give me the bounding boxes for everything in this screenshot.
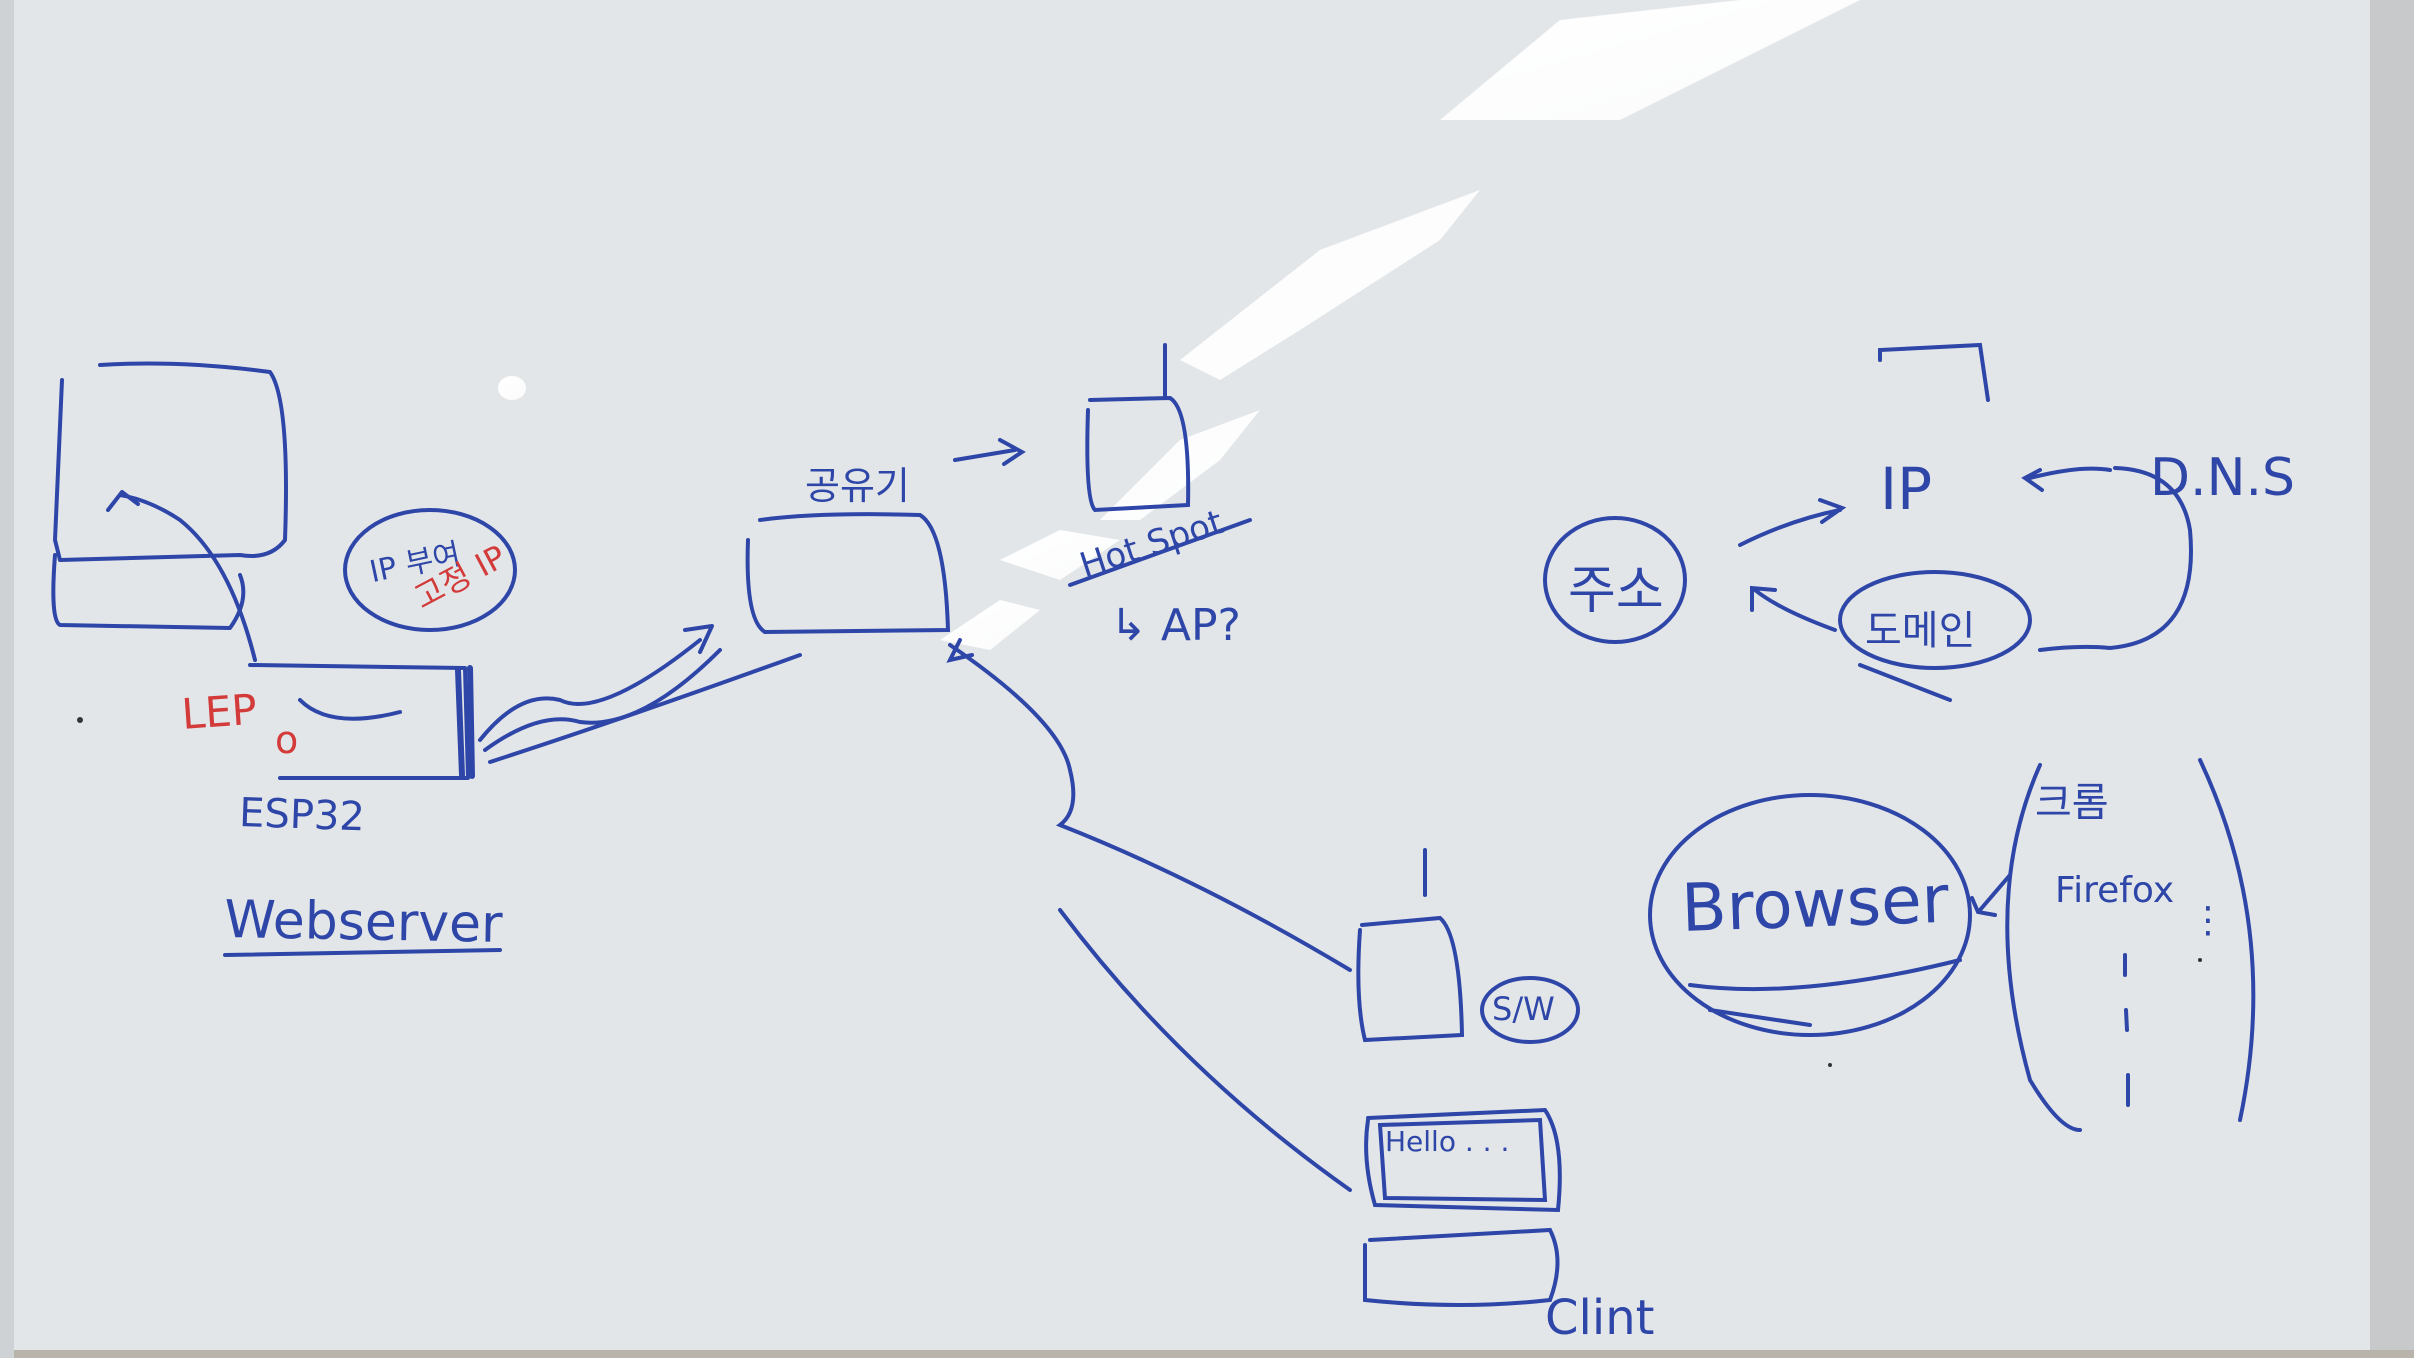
- ip-label: IP: [1880, 455, 1933, 523]
- esp32-led-trace: [298, 698, 402, 721]
- laptop-screen-text: Hello . . .: [1385, 1125, 1510, 1158]
- browser-list-bracket-left: [2005, 763, 2082, 1132]
- wifi-link-1: [478, 624, 714, 742]
- laptop-base: [1363, 1227, 1560, 1307]
- ip-bubble: [343, 508, 517, 632]
- domain-label: 도메인: [1865, 608, 1976, 654]
- ap-label: ↳ AP?: [1110, 600, 1241, 651]
- address-label: 주소: [1568, 561, 1664, 621]
- hotspot-box: [1085, 395, 1191, 513]
- board-marks: [77, 717, 2202, 1067]
- router-box: [745, 512, 951, 635]
- board-frame-left: [0, 0, 14, 1358]
- wifi-link-2: [483, 648, 722, 752]
- browser-list-vdots: [2123, 953, 2130, 1107]
- webserver-underline: [223, 948, 502, 957]
- sw-label: S/W: [1492, 990, 1555, 1028]
- browser-list-firefox: Firefox: [2055, 870, 2175, 911]
- router-label: 공유기: [805, 464, 910, 508]
- esp32-label: ESP32: [238, 790, 366, 841]
- address-to-ip-arrow: [1738, 498, 1847, 547]
- hotspot-underline: [1068, 518, 1252, 587]
- router-arrow: [953, 438, 1026, 466]
- led-label: LEP: [180, 684, 259, 739]
- router-client-link: [946, 638, 1352, 972]
- domain-to-dns-loop: [2038, 466, 2193, 652]
- client-label: Clint: [1545, 1290, 1655, 1346]
- esp32-board: [248, 663, 470, 780]
- board-frame-right: [2370, 0, 2414, 1358]
- arrow-to-monitor: [106, 490, 257, 662]
- client-link-2: [1058, 908, 1352, 1192]
- light-reflections: [498, 0, 1860, 650]
- led-mark: o: [275, 718, 299, 762]
- browser-list-more: ⋮: [2190, 900, 2226, 941]
- left-cluster: [51, 361, 802, 957]
- wifi-link-3: [488, 653, 802, 764]
- sw-bubble: [1480, 976, 1580, 1044]
- browser-list-chrome: 크롬: [2035, 780, 2109, 826]
- board-frame-bottom: [0, 1350, 2414, 1358]
- laptop-screen: [1364, 1107, 1562, 1213]
- domain-to-address-arrow: [1750, 585, 1837, 632]
- domain-underline: [1858, 663, 1952, 702]
- browser-cluster: [1648, 758, 2256, 1132]
- webserver-label: Webserver: [223, 890, 503, 955]
- dns-cluster: [1543, 342, 2193, 702]
- phone-device: [1356, 915, 1465, 1043]
- monitor-shape: [53, 361, 288, 562]
- browser-underline: [1688, 958, 1962, 1027]
- dns-server-sketch: [1878, 342, 1990, 402]
- monitor-base: [51, 553, 246, 630]
- browser-label: Browser: [1680, 860, 1950, 947]
- router-group: [745, 343, 1352, 1192]
- laptop-screen-inner: [1377, 1117, 1548, 1203]
- address-bubble: [1543, 516, 1687, 644]
- browser-list-arrow: [1970, 873, 2012, 917]
- esp32-antenna: [455, 665, 475, 779]
- dns-label: D.N.S: [2150, 448, 2296, 508]
- domain-bubble: [1838, 570, 2032, 670]
- client-devices: [1356, 848, 1580, 1307]
- browser-bubble: [1648, 793, 1972, 1037]
- dns-to-ip-arrow: [2021, 466, 2112, 492]
- browser-list-bracket-right: [2198, 758, 2256, 1122]
